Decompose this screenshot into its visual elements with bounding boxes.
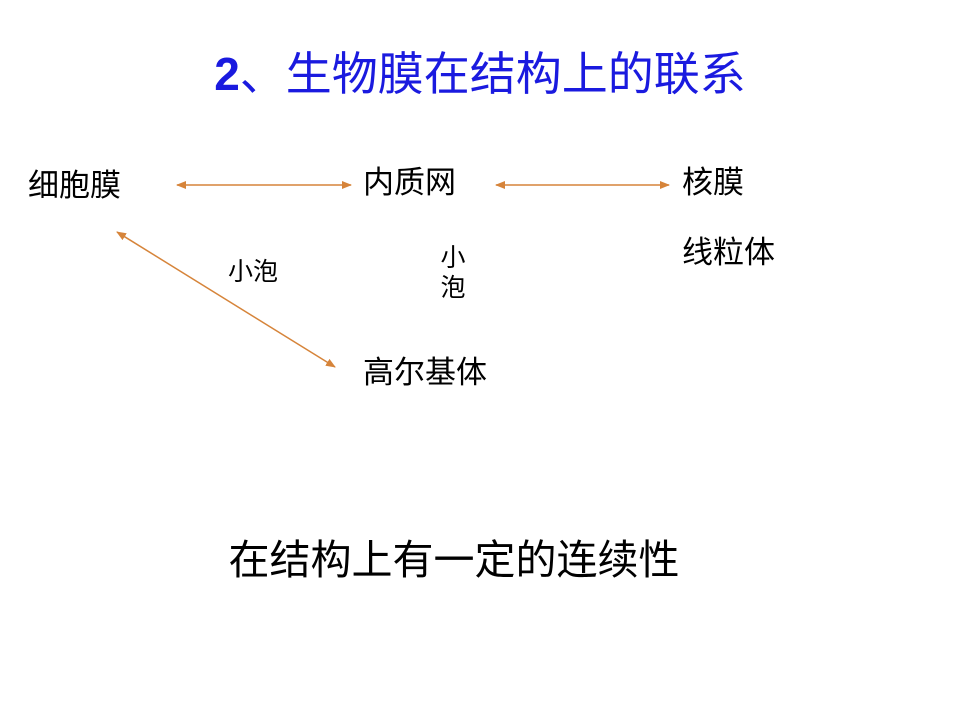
node-nuclear-membrane: 核膜 — [682, 165, 744, 201]
edge-label-vesicle-vertical: 小泡 — [440, 243, 466, 302]
node-golgi-apparatus: 高尔基体 — [363, 355, 487, 391]
node-mitochondria: 线粒体 — [682, 235, 775, 271]
node-cell-membrane: 细胞膜 — [28, 168, 121, 204]
node-endoplasmic-reticulum: 内质网 — [363, 165, 456, 201]
title-text: 、生物膜在结构上的联系 — [239, 47, 746, 101]
title-number: 2 — [214, 48, 240, 100]
arrow-cell-membrane-golgi — [116, 231, 336, 368]
conclusion-text: 在结构上有一定的连续性 — [228, 536, 680, 584]
page-title: 2、生物膜在结构上的联系 — [0, 38, 960, 110]
